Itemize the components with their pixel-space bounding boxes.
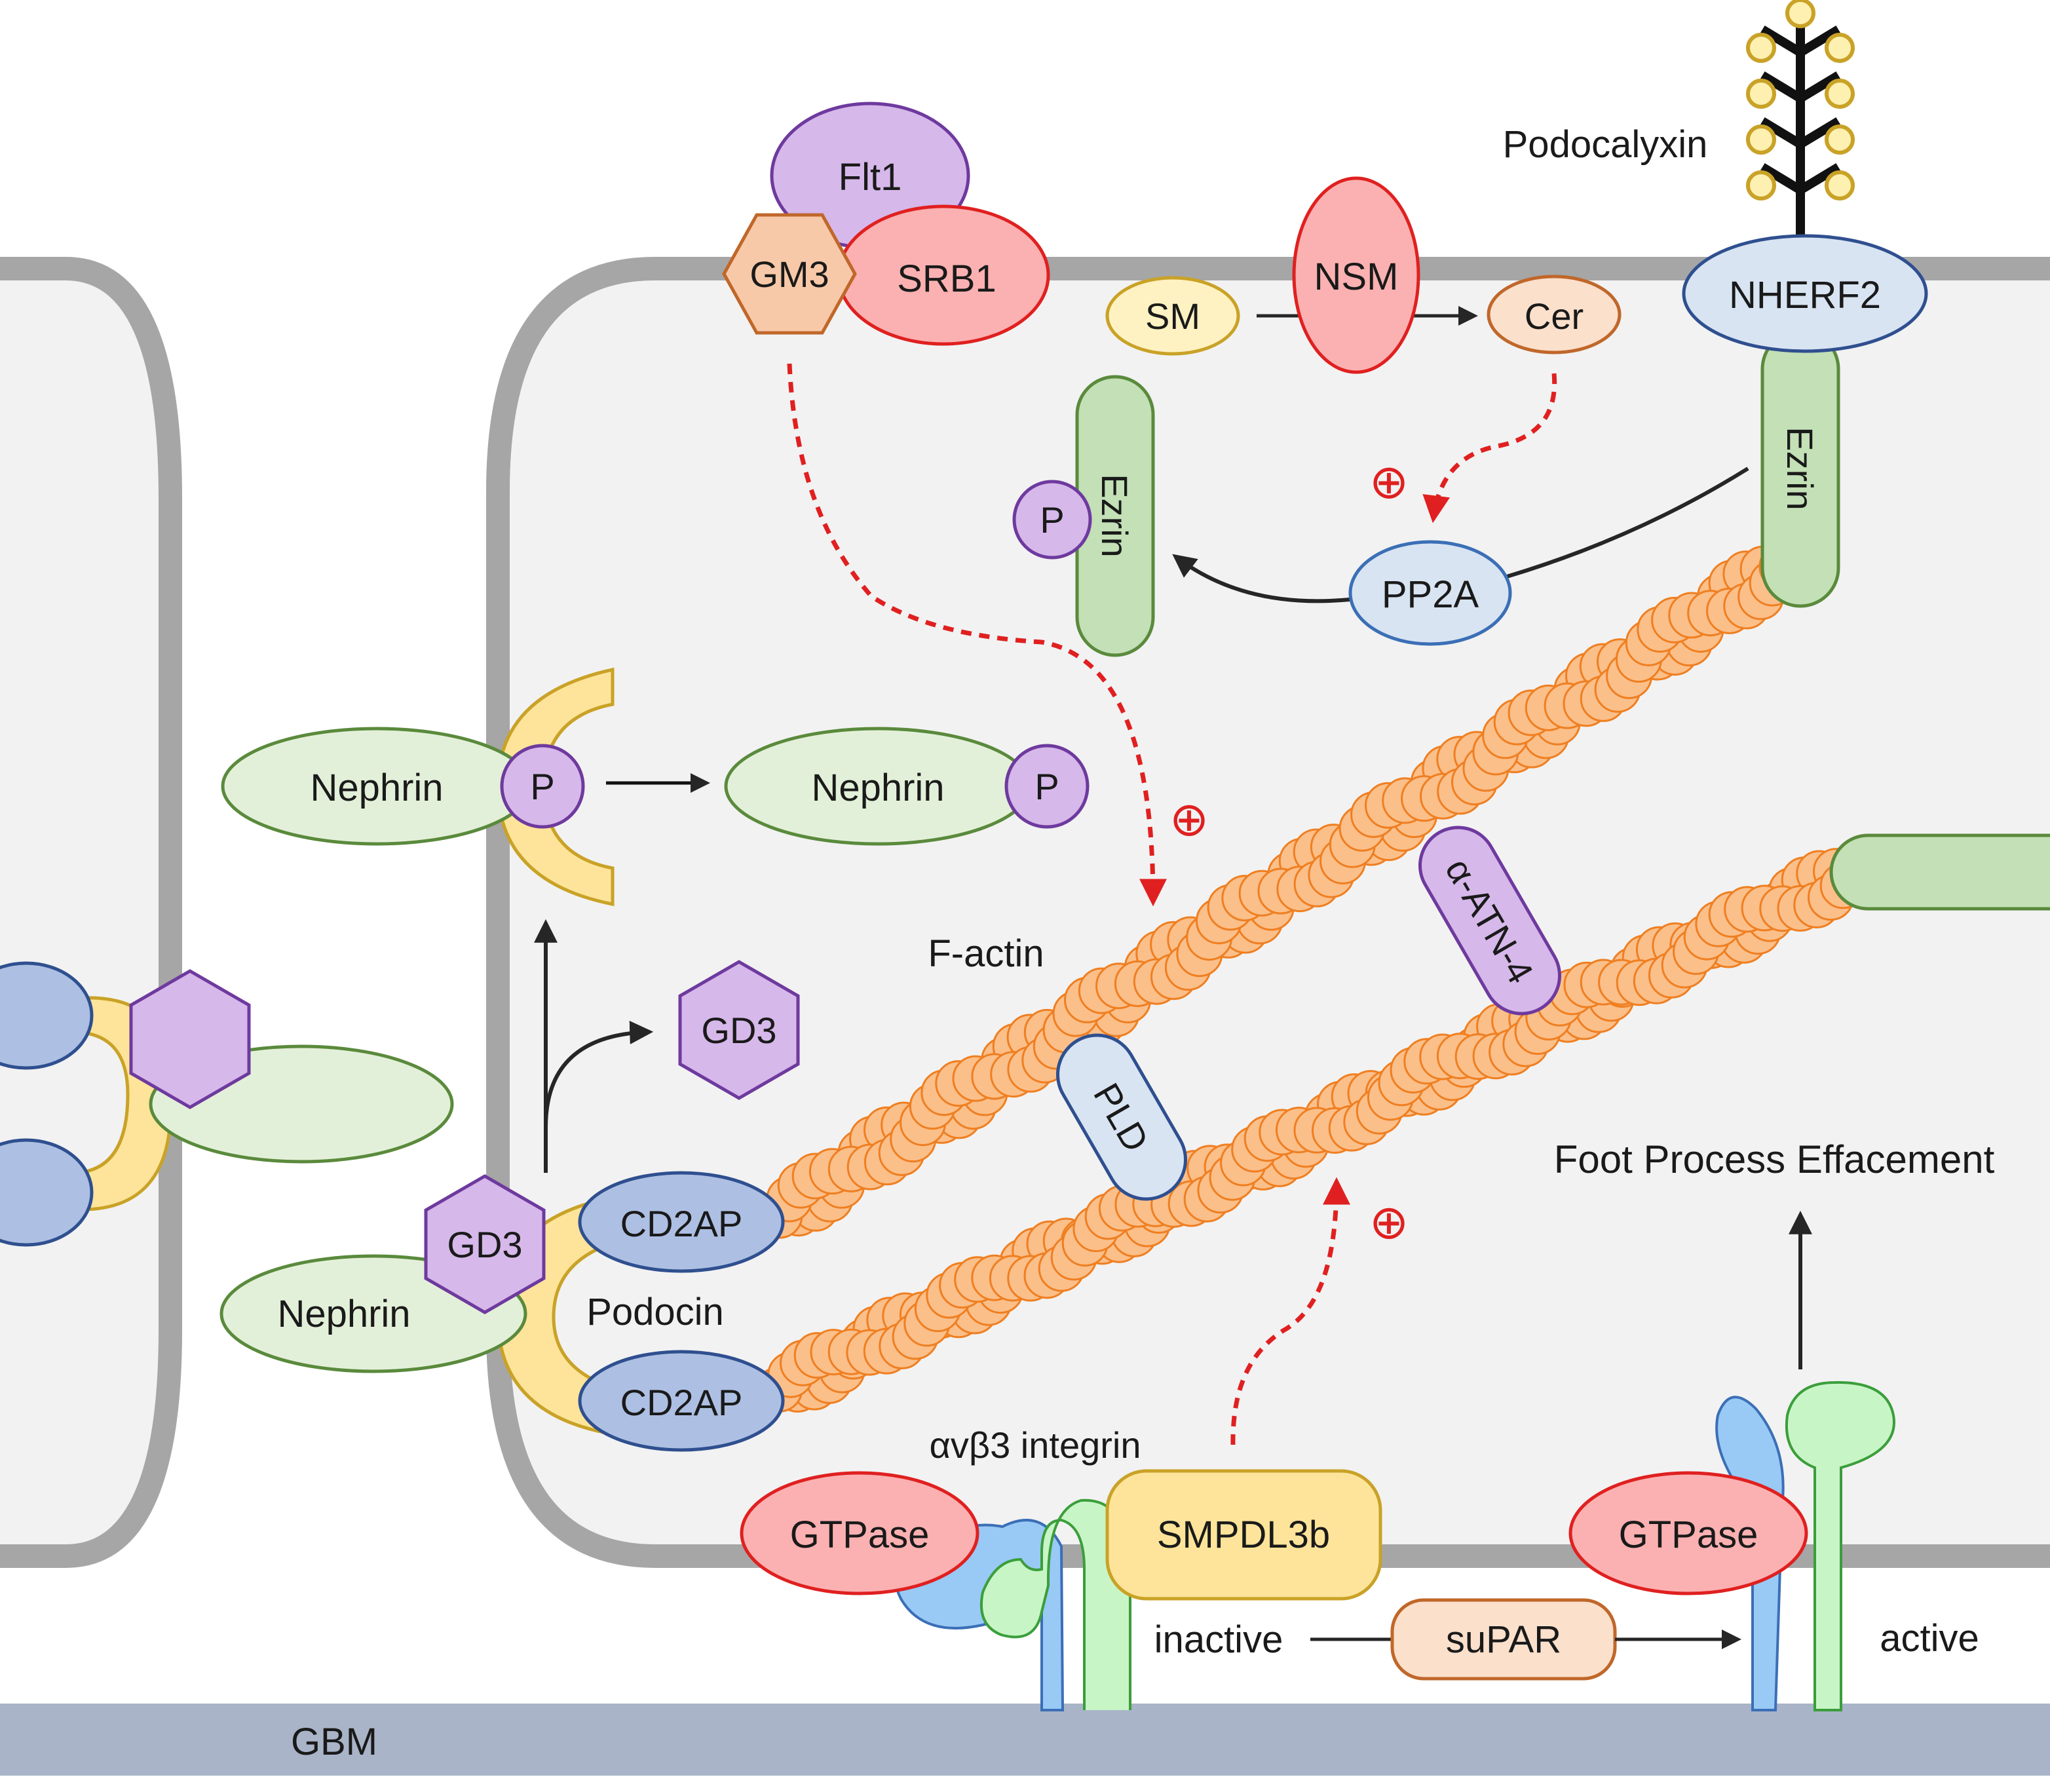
plus-gm3-icon: ⊕: [1169, 791, 1209, 847]
gm3-to-factin-dashed-arrow: [787, 363, 1167, 907]
glycan-bead: [1746, 170, 1776, 200]
gtpase-left-node: [740, 1471, 979, 1595]
gbm-label: GBM: [291, 1721, 377, 1763]
gd3-bound-hexagon: [424, 1174, 546, 1314]
glycan-bead: [1825, 33, 1855, 63]
nherf2-adaptor: [1682, 234, 1928, 353]
nherf2-label: NHERF2: [1729, 274, 1881, 316]
cd2ap-top-label: CD2AP: [620, 1203, 743, 1244]
glycan-bead: [1825, 79, 1855, 109]
ezrin-phospho-label: Ezrin: [1094, 474, 1135, 558]
gd3-free-label: GD3: [701, 1010, 776, 1051]
nephrin-left-p-icon: [500, 744, 585, 829]
pld-pill: PLD: [1056, 1033, 1187, 1201]
gtpase-right-label: GTPase: [1619, 1514, 1758, 1556]
gtpase-right-node: [1568, 1471, 1808, 1595]
glycan-bead: [1746, 33, 1776, 63]
pp2a-to-phospho-ezrin-arrow: [1172, 554, 1350, 603]
pp2a-enzyme: [1348, 540, 1512, 646]
sm-node: [1105, 276, 1240, 356]
flt1-label: Flt1: [839, 156, 902, 199]
glycan-bead: [1825, 170, 1855, 200]
ezrin-phospho-p-icon: [1012, 480, 1092, 560]
integrin-active: [1715, 1381, 1895, 1711]
f-actin-filaments: [756, 543, 1878, 1413]
nephrin-right-p-icon: [1004, 744, 1090, 829]
nsm-label: NSM: [1314, 256, 1399, 298]
gm3-label: GM3: [750, 254, 829, 295]
smpdl3b-node: [1105, 1469, 1382, 1601]
cer-label: Cer: [1525, 295, 1584, 337]
left-gd3-hexagon: [129, 969, 251, 1109]
active-label: active: [1880, 1617, 1979, 1660]
gtpase-left-label: GTPase: [790, 1514, 930, 1556]
glycan-bead: [1746, 124, 1776, 155]
glycan-bead: [1825, 124, 1855, 155]
ezrin-membrane-label: Ezrin: [1779, 427, 1821, 510]
cd2ap-bottom-node: [578, 1350, 785, 1452]
gd3-free-hexagon: [678, 960, 800, 1100]
factin-label: F-actin: [928, 932, 1044, 975]
smpdl3b-to-factin-dashed-arrow: [1230, 1177, 1350, 1445]
podocin-label: Podocin: [586, 1291, 724, 1333]
srb1-label: SRB1: [897, 257, 997, 300]
supar-label: suPAR: [1446, 1618, 1561, 1661]
plus-cer-icon: ⊕: [1369, 454, 1409, 509]
plus-smpdl-icon: ⊕: [1369, 1194, 1409, 1249]
left-podocyte-cell: [0, 257, 182, 1568]
nephrin-left-label: Nephrin: [310, 767, 443, 809]
inactive-label: inactive: [1154, 1618, 1283, 1661]
gd3-branch-arrow: [544, 1020, 654, 1128]
foot-process-label: Foot Process Effacement: [1554, 1137, 1995, 1181]
podocalyxin-glycan: [1746, 0, 1855, 249]
cd2ap-top-node: [578, 1171, 785, 1273]
ezrin-to-pp2a-line: [1506, 467, 1749, 579]
nephrin-left-p-label: P: [530, 766, 554, 807]
pp2a-label: PP2A: [1382, 573, 1479, 616]
smpdl3b-label: SMPDL3b: [1157, 1514, 1330, 1556]
gm3-hexagon: [722, 213, 857, 335]
podocalyxin-label: Podocalyxin: [1503, 123, 1708, 166]
nephrin-bottom-label: Nephrin: [277, 1293, 410, 1335]
left-cd2ap-bottom: [0, 1138, 94, 1247]
cer-node: [1487, 275, 1622, 354]
left-cd2ap-top: [0, 961, 94, 1070]
glycan-bead: [1746, 79, 1776, 109]
gd3-bound-label: GD3: [447, 1224, 522, 1265]
gbm-band: [0, 1704, 2050, 1776]
cer-to-pp2a-dashed-arrow: [1422, 373, 1557, 524]
left-slit-complex: [0, 961, 454, 1247]
nephrin-right-label: Nephrin: [811, 767, 944, 809]
nsm-enzyme: [1292, 176, 1420, 374]
sm-label: SM: [1145, 295, 1200, 337]
cd2ap-bottom-label: CD2AP: [620, 1382, 743, 1423]
ezrin-phospho-p-label: P: [1040, 499, 1064, 541]
integrin-label: αvβ3 integrin: [930, 1424, 1141, 1466]
nephrin-right-p-label: P: [1034, 766, 1059, 807]
right-edge-green-pill: [1829, 833, 2050, 911]
glycan-bead: [1785, 0, 1815, 28]
